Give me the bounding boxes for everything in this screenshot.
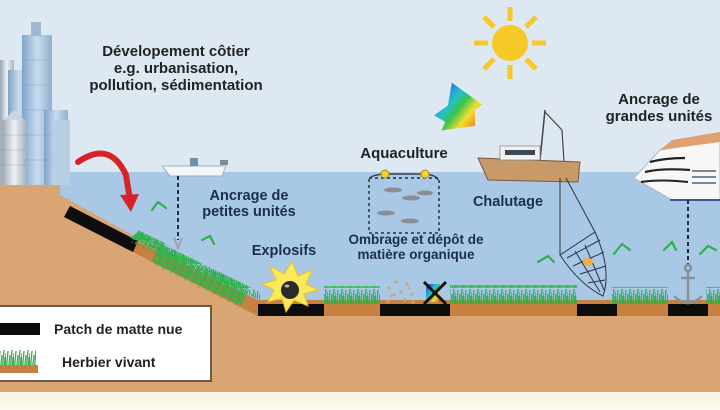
label-large-anchoring: Ancrage de grandes unités bbox=[605, 91, 713, 125]
anchor-icon bbox=[673, 263, 703, 305]
label-trawling: Chalutage bbox=[472, 194, 544, 210]
bomb-explosion-icon bbox=[260, 260, 320, 314]
small-boat-icon bbox=[160, 158, 228, 251]
fish-cage-icon bbox=[368, 169, 440, 234]
label-coastal-development: Dévelopement côtier e.g. urbanisation, p… bbox=[89, 43, 263, 94]
runoff-arrow-icon bbox=[75, 150, 133, 203]
bare-matte-swatch-icon bbox=[0, 323, 40, 335]
seagrass-swatch-icon bbox=[0, 349, 40, 375]
sediment-strip bbox=[125, 238, 720, 316]
sky bbox=[0, 0, 720, 172]
legend-item-live-seagrass: Herbier vivant bbox=[0, 349, 155, 375]
bare-matte-patch bbox=[64, 206, 138, 252]
fishing-trawler-icon bbox=[477, 109, 596, 255]
cruise-ship-icon bbox=[633, 132, 720, 265]
bare-matte-patch bbox=[258, 304, 324, 316]
city-skyline-icon bbox=[0, 22, 70, 185]
organic-matter-deposit-icon bbox=[386, 280, 415, 304]
bare-matte-patch bbox=[668, 304, 708, 316]
seagrass-fragment-icon bbox=[150, 200, 718, 264]
label-shading-organic-matter: Ombrage et dépôt de matière organique bbox=[348, 232, 484, 263]
legend-item-bare-matte: Patch de matte nue bbox=[0, 321, 182, 337]
trawl-net-icon bbox=[559, 231, 607, 297]
legend: Patch de matte nue Herbier vivant bbox=[0, 305, 212, 382]
bare-matte-patch bbox=[380, 304, 450, 316]
bare-matte-patch bbox=[577, 304, 617, 316]
label-small-anchoring: Ancrage de petites unités bbox=[202, 188, 296, 221]
blocked-light-x-icon bbox=[422, 280, 448, 306]
label-aquaculture: Aquaculture bbox=[360, 145, 448, 162]
label-explosives: Explosifs bbox=[251, 243, 317, 259]
sun-icon bbox=[474, 7, 546, 79]
light-spectrum-arrow-icon bbox=[434, 82, 483, 131]
seagrass-icon bbox=[130, 230, 720, 308]
